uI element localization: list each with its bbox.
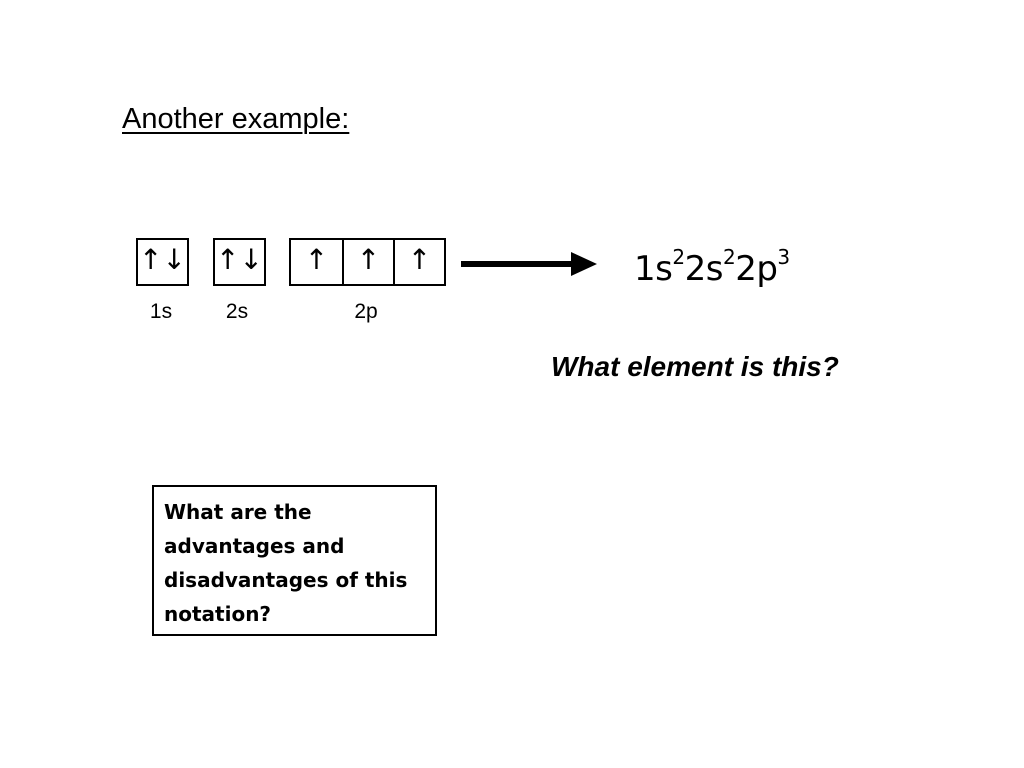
config-exponent: 2 (672, 244, 685, 269)
orbital-label-2s: 2s (225, 300, 249, 323)
orbital-box-2p: ↑ ↑ ↑ (289, 238, 446, 286)
orbital-box-1s: ↑↓ (136, 238, 189, 286)
orbital-cell: ↑↓ (139, 243, 186, 276)
config-term-1s: 1s (634, 249, 673, 289)
orbital-cell: ↑ (393, 240, 444, 284)
config-exponent: 3 (777, 244, 790, 269)
right-arrow-icon (461, 252, 597, 276)
question-text: What element is this? (551, 351, 839, 382)
orbital-label-2p: 2p (354, 300, 378, 323)
orbital-cell: ↑ (304, 243, 329, 276)
orbital-label-1s: 1s (149, 300, 173, 323)
orbital-box-2s: ↑↓ (213, 238, 266, 286)
discussion-note-box: What are the advantages and disadvantage… (152, 485, 437, 636)
config-term-2p: 2p (735, 249, 778, 289)
slide-title: Another example: (122, 103, 350, 135)
electron-configuration: 1s22s22p3 (634, 247, 790, 289)
config-exponent: 2 (722, 244, 736, 269)
orbital-cell: ↑ (342, 240, 393, 284)
config-term-2s: 2s (684, 249, 724, 289)
orbital-cell: ↑↓ (216, 243, 263, 276)
